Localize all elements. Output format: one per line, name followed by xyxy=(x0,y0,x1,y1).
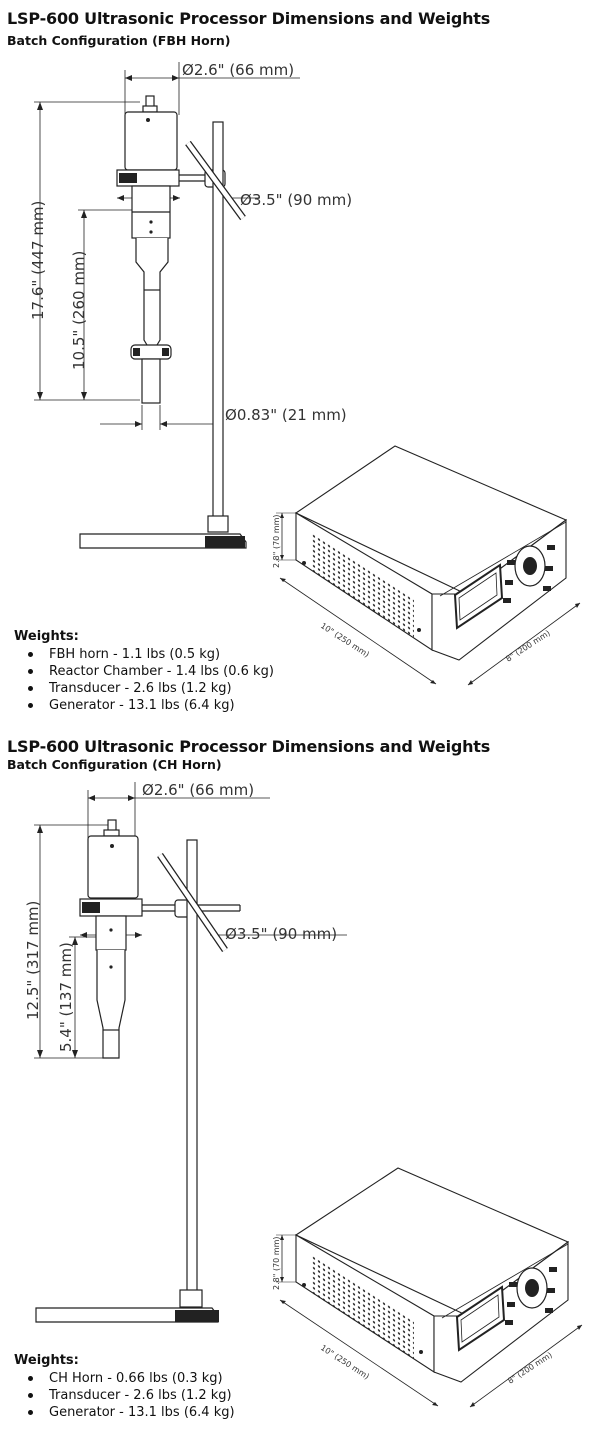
width-top-label: Ø2.6" (66 mm) xyxy=(182,61,294,79)
weight-item: Transducer - 2.6 lbs (1.2 kg) xyxy=(14,1387,235,1404)
control-keypad xyxy=(503,545,555,603)
weights-list-ch: Weights: CH Horn - 0.66 lbs (0.3 kg) Tra… xyxy=(14,1352,235,1421)
ch-stand-drawing: Ø2.6" (66 mm) 12.5" (317 mm) 5.4" (137 m… xyxy=(24,781,347,1323)
control-keypad-2 xyxy=(505,1267,557,1325)
vent-grille xyxy=(312,533,414,640)
page-title-2: LSP-600 Ultrasonic Processor Dimensions … xyxy=(7,737,491,756)
fbh-generator-drawing: 2.8" (70 mm) 10" (250 mm) 8" (200 mm) xyxy=(272,445,581,686)
horn-height-label-2: 5.4" (137 mm) xyxy=(57,942,75,1052)
vent-grille-2 xyxy=(312,1255,414,1362)
total-height-label-2: 12.5" (317 mm) xyxy=(24,901,42,1020)
gen-depth-label: 10" (250 mm) xyxy=(319,621,371,659)
clamp-diameter-label: Ø3.5" (90 mm) xyxy=(240,191,352,209)
horn-height-label: 10.5" (260 mm) xyxy=(70,251,88,370)
weight-item: Generator - 13.1 lbs (6.4 kg) xyxy=(14,697,274,714)
weight-item: Generator - 13.1 lbs (6.4 kg) xyxy=(14,1404,235,1421)
clamp-diameter-label-2: Ø3.5" (90 mm) xyxy=(225,925,337,943)
weight-item: FBH horn - 1.1 lbs (0.5 kg) xyxy=(14,646,274,663)
weight-item: CH Horn - 0.66 lbs (0.3 kg) xyxy=(14,1370,235,1387)
gen-height-label-2: 2.8" (70 mm) xyxy=(272,1237,281,1291)
weight-item: Reactor Chamber - 1.4 lbs (0.6 kg) xyxy=(14,663,274,680)
tip-diameter-label: Ø0.83" (21 mm) xyxy=(225,406,347,424)
page-title: LSP-600 Ultrasonic Processor Dimensions … xyxy=(7,9,491,28)
page-subtitle-2: Batch Configuration (CH Horn) xyxy=(7,757,222,772)
gen-height-label: 2.8" (70 mm) xyxy=(272,515,281,569)
width-top-label-2: Ø2.6" (66 mm) xyxy=(142,781,254,799)
gen-width-label-2: 8" (200 mm) xyxy=(506,1350,554,1385)
gen-depth-label-2: 10" (250 mm) xyxy=(319,1343,371,1381)
gen-width-label: 8" (200 mm) xyxy=(504,628,552,663)
total-height-label: 17.6" (447 mm) xyxy=(29,201,47,320)
weights-list-fbh: Weights: FBH horn - 1.1 lbs (0.5 kg) Rea… xyxy=(14,628,274,714)
weights-heading: Weights: xyxy=(14,629,79,644)
ch-generator-drawing: 2.8" (70 mm) 10" (250 mm) 8" (200 mm) xyxy=(272,1167,583,1408)
weight-item: Transducer - 2.6 lbs (1.2 kg) xyxy=(14,680,274,697)
fbh-stand-drawing: Ø2.6" (66 mm) 17.6" (447 mm) 10.5" (260 … xyxy=(29,61,352,549)
page-subtitle: Batch Configuration (FBH Horn) xyxy=(7,33,231,48)
weights-heading-2: Weights: xyxy=(14,1353,79,1368)
